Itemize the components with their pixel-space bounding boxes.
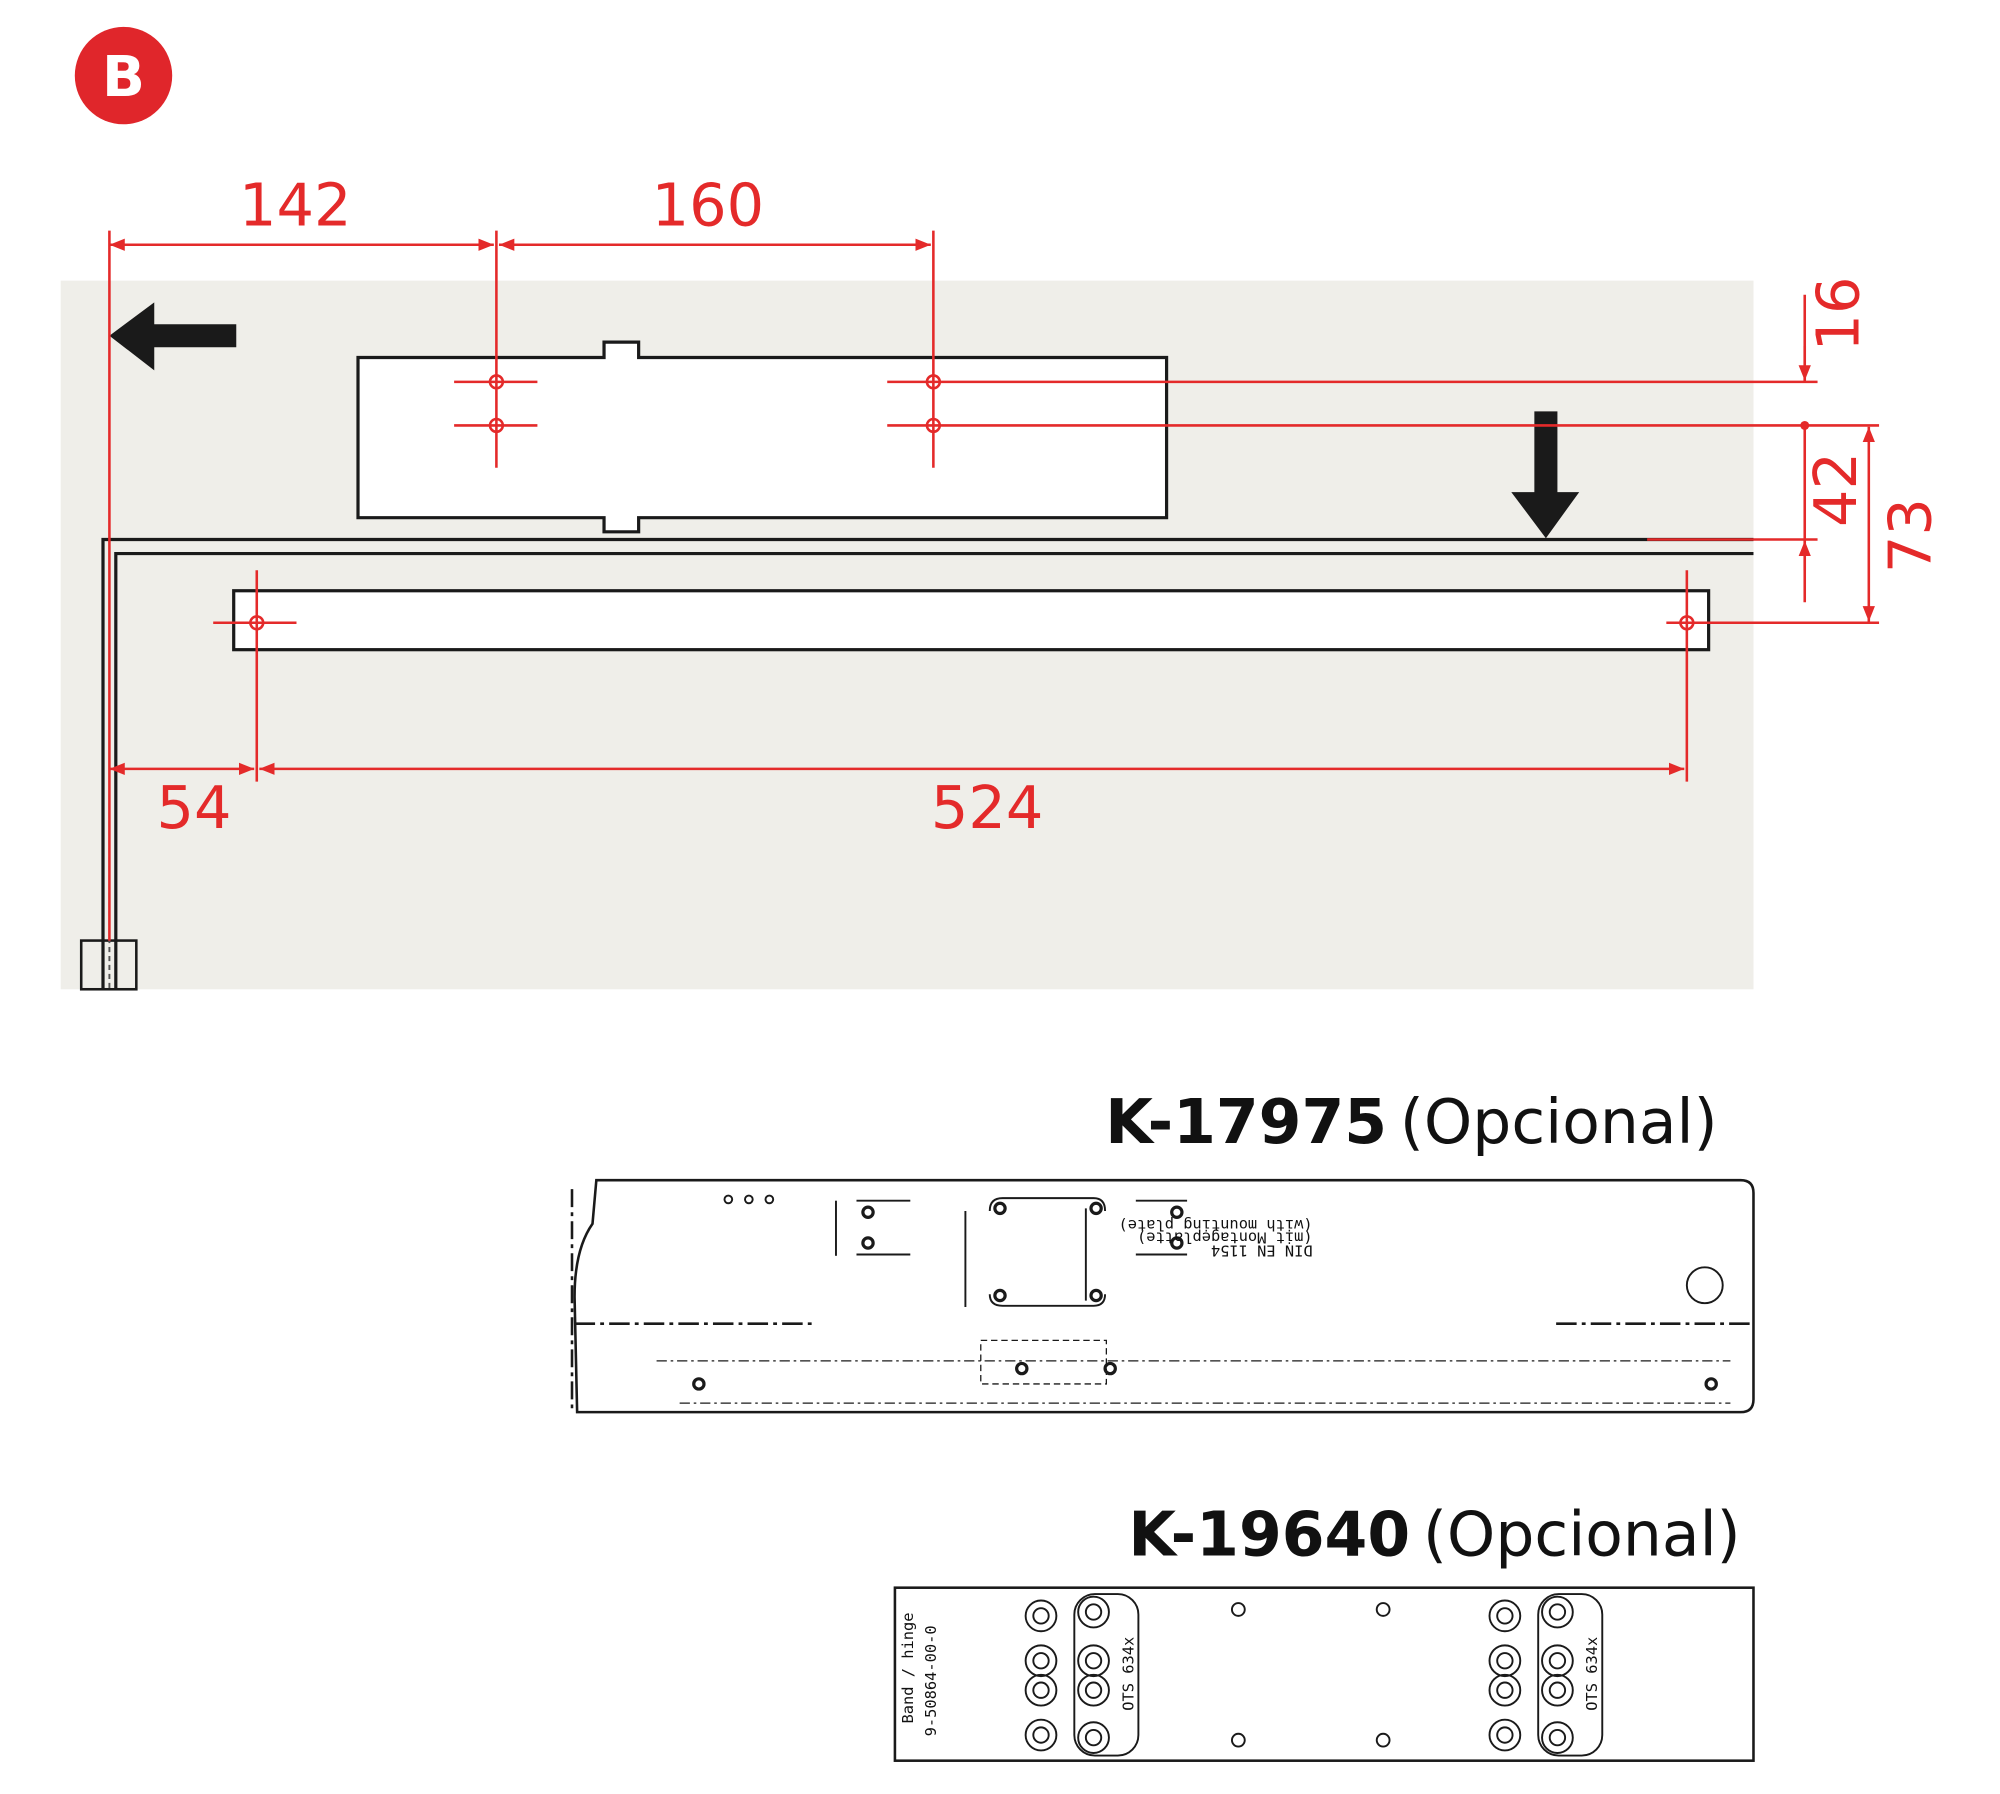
mounting-plate-k17975: (with mounting plate) (mit Montageplatte… xyxy=(570,1178,1755,1414)
plate-1-title: K-17975(Opcional) xyxy=(1105,1086,1717,1158)
door-frame xyxy=(79,537,1754,991)
arrow-left-icon xyxy=(109,302,237,371)
plate-2-code: K-19640 xyxy=(1128,1499,1410,1571)
plate-1-code: K-17975 xyxy=(1105,1086,1387,1158)
section-badge: B xyxy=(74,26,173,125)
dim-73: 73 xyxy=(1875,498,1944,573)
plate-1-note: (Opcional) xyxy=(1400,1086,1718,1158)
mounting-plate-k19640: Band / hinge 9-50864-00-0 OTS 634x OTS 6… xyxy=(893,1586,1755,1762)
dim-16: 16 xyxy=(1804,276,1873,351)
plate-1-text-3: DIN EN 1154 xyxy=(1211,1242,1313,1260)
plate-2-hinge-text: Band / hinge xyxy=(899,1613,917,1724)
plate-2-note: (Opcional) xyxy=(1423,1499,1741,1571)
dim-54: 54 xyxy=(156,773,231,842)
plate-2-part-number: 9-50864-00-0 xyxy=(922,1625,940,1736)
slide-rail xyxy=(232,589,1711,652)
dim-160: 160 xyxy=(652,171,765,240)
badge-label: B xyxy=(102,45,145,110)
dim-524: 524 xyxy=(931,773,1044,842)
plate-1-text-1: (with mounting plate) xyxy=(1118,1216,1312,1234)
arrow-down-icon xyxy=(1511,411,1580,539)
door-closer-body xyxy=(356,340,1169,534)
plate-2-model-right: OTS 634x xyxy=(1583,1637,1601,1711)
plate-2-model-left: OTS 634x xyxy=(1119,1637,1137,1711)
dim-42: 42 xyxy=(1801,452,1870,527)
dim-142: 142 xyxy=(239,171,352,240)
plate-1-text-2: (mit Montageplatte) xyxy=(1137,1229,1313,1247)
plate-2-title: K-19640(Opcional) xyxy=(1128,1499,1740,1571)
dimension-lines xyxy=(108,230,1880,941)
